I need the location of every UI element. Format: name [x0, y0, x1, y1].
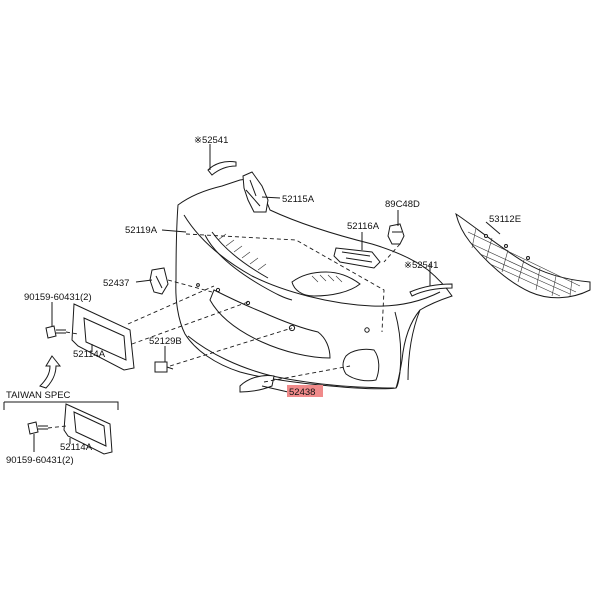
- label-52114a-bottom: 52114A: [60, 442, 93, 453]
- label-52116a: 52116A: [347, 221, 380, 232]
- label-52438: 52438: [289, 387, 315, 398]
- label-90159-bottom: 90159-60431(2): [6, 455, 74, 466]
- part-89c48d: [387, 223, 405, 245]
- part-52541-right: [409, 283, 453, 297]
- part-52115a: [242, 171, 269, 213]
- part-52129b: [154, 361, 174, 373]
- part-90159-top: [45, 325, 66, 339]
- label-52119a: 52119A: [125, 225, 158, 236]
- bumper-cover: [175, 179, 453, 390]
- arrow-icon: [39, 355, 62, 389]
- label-52541-top: ※52541: [194, 135, 228, 146]
- leader-lines: [33, 144, 501, 452]
- label-90159-top: 90159-60431(2): [24, 292, 92, 303]
- label-52115a: 52115A: [282, 194, 315, 205]
- label-52437: 52437: [103, 278, 129, 289]
- label-89c48d: 89C48D: [385, 199, 420, 210]
- part-52114a-top: [71, 303, 135, 371]
- dashed-assembly-lines: [47, 233, 401, 429]
- part-52437: [149, 267, 169, 295]
- part-53112e: [455, 212, 591, 299]
- part-52116a: [333, 247, 381, 269]
- label-52541-right: ※52541: [404, 260, 438, 271]
- label-52129b: 52129B: [149, 336, 182, 347]
- highlight-52438: [287, 385, 323, 397]
- label-52114a-top: 52114A: [73, 349, 106, 360]
- taiwan-spec-box: [3, 401, 119, 455]
- part-52541-top: [207, 161, 237, 176]
- part-52438: [239, 375, 275, 393]
- label-taiwan-spec: TAIWAN SPEC: [6, 390, 71, 401]
- label-53112e: 53112E: [489, 214, 521, 225]
